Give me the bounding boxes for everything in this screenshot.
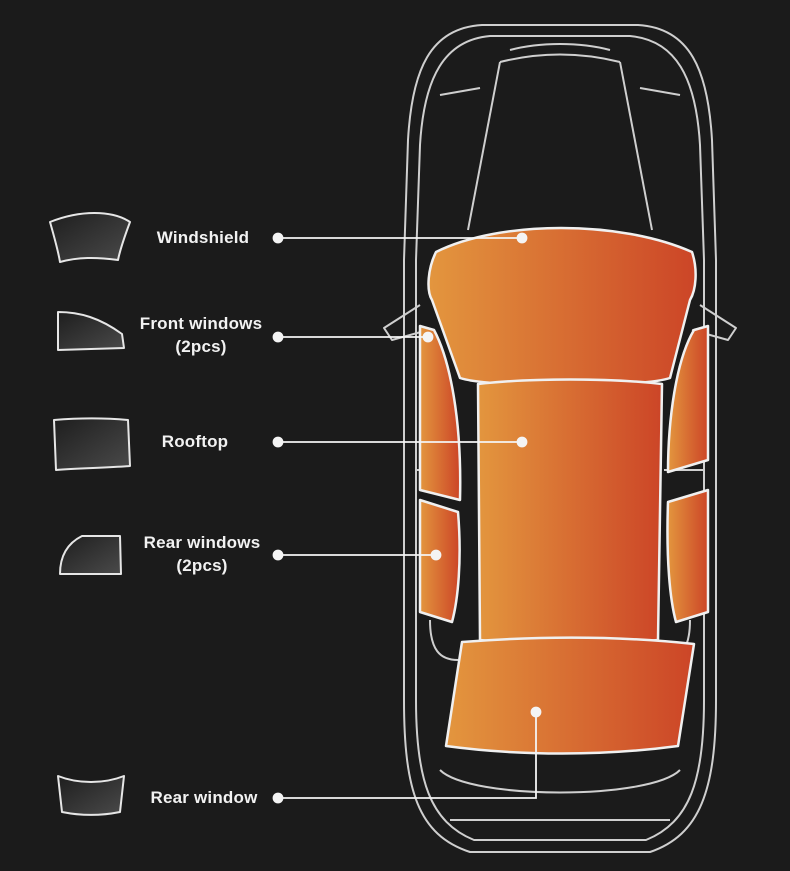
windshield-dot-end xyxy=(516,232,528,244)
rooftop-dot-start xyxy=(272,436,284,448)
front-windows-dot-start xyxy=(272,331,284,343)
shade-panels xyxy=(418,226,710,755)
front-window-icon xyxy=(57,311,125,351)
rear-window-icon xyxy=(57,775,125,816)
rear-window-side-icon xyxy=(59,535,122,575)
rear-windows-dot-start xyxy=(272,549,284,561)
rear-window-leader xyxy=(278,712,537,799)
front-windows-count: (2pcs) xyxy=(175,337,227,356)
rooftop-shade xyxy=(476,378,664,646)
front-window-right-shade xyxy=(666,324,710,474)
part-icons xyxy=(49,212,131,816)
windshield-label: Windshield xyxy=(156,228,250,247)
rear-window-label: Rear window xyxy=(150,788,258,807)
rear-window-shade xyxy=(444,636,696,755)
rooftop-dot-end xyxy=(516,436,528,448)
front-windows-dot-end xyxy=(422,331,434,343)
rear-windows-dot-end xyxy=(430,549,442,561)
rear-window-right-shade xyxy=(666,488,710,624)
rear-window-dot-end xyxy=(530,706,542,718)
rear-window-left-shade xyxy=(418,498,461,624)
leaders xyxy=(272,232,542,804)
windshield-dot-start xyxy=(272,232,284,244)
rear-windows-count: (2pcs) xyxy=(176,556,228,575)
rooftop-icon xyxy=(53,417,131,471)
front-window-left-shade xyxy=(418,324,462,502)
rear-windows-label: Rear windows xyxy=(143,533,261,552)
windshield-shade xyxy=(427,226,697,387)
front-windows-label: Front windows xyxy=(139,314,263,333)
rooftop-label: Rooftop xyxy=(161,432,229,451)
windshield-icon xyxy=(49,212,131,263)
rear-window-dot-start xyxy=(272,792,284,804)
